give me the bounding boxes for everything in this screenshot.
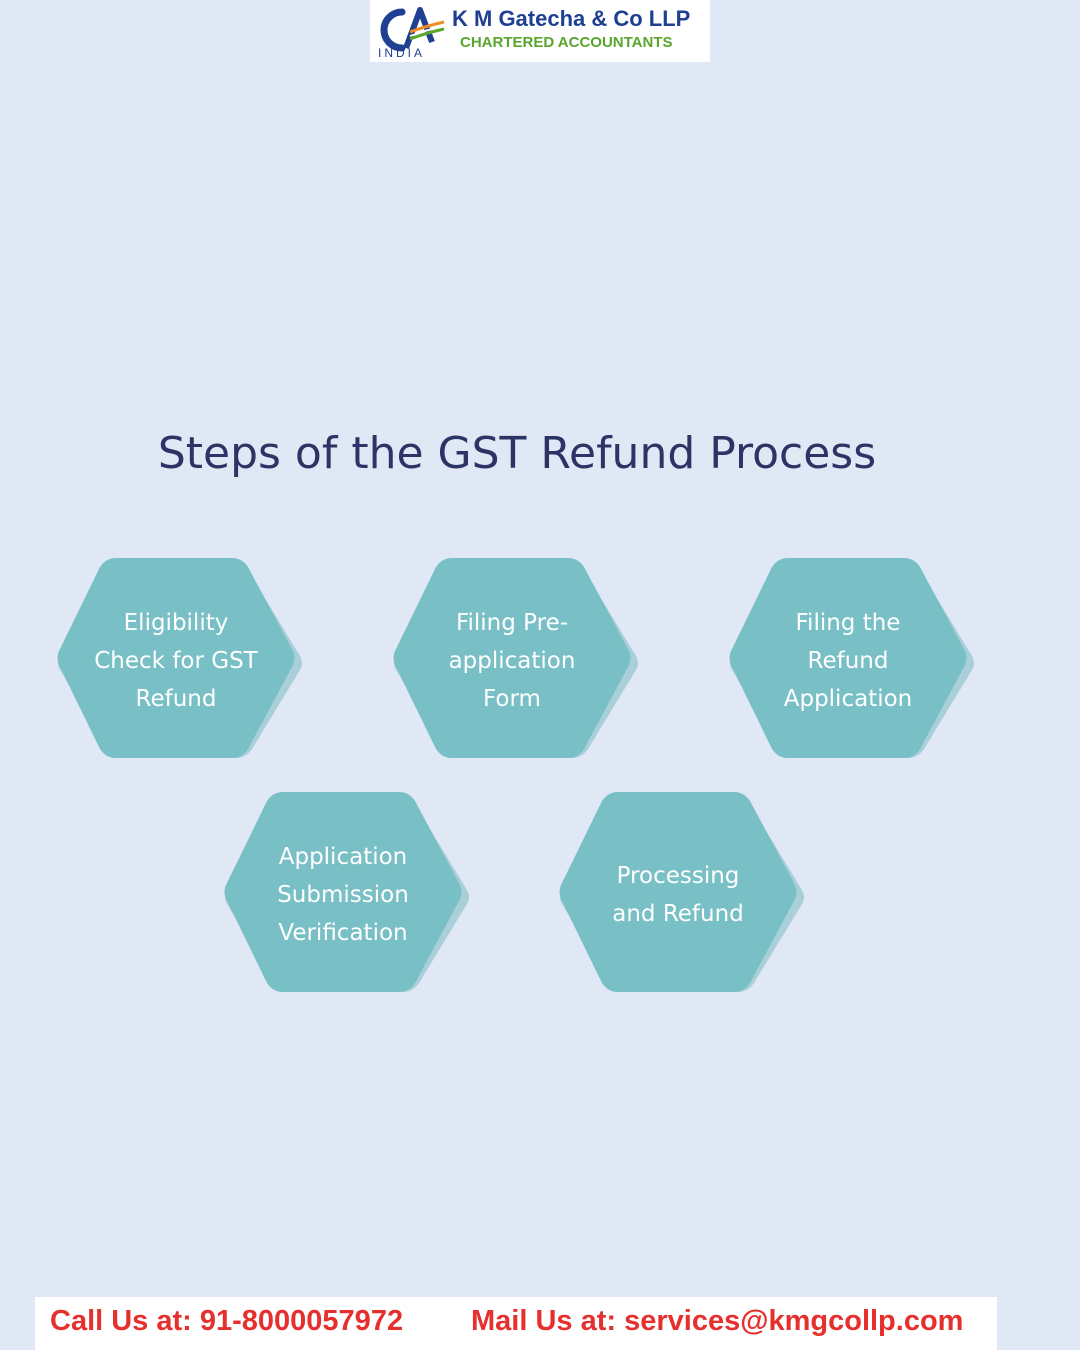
firm-logo: INDIA K M Gatecha & Co LLP CHARTERED ACC… [370, 0, 710, 62]
step-label-line: Application [278, 844, 408, 870]
firm-name: K M Gatecha & Co LLP [452, 6, 691, 31]
step-label: Filing Pre- application Form [422, 558, 602, 764]
firm-tagline: CHARTERED ACCOUNTANTS [460, 34, 673, 51]
step-label: Eligibility Check for GST Refund [86, 558, 266, 764]
logo-country-text: INDIA [378, 46, 426, 60]
diagram-title: Steps of the GST Refund Process [157, 428, 877, 479]
step-label-line: Verification [278, 920, 408, 946]
step-label-line: Form [483, 686, 541, 712]
hexagon-shape [224, 792, 469, 992]
contact-bar: Call Us at: 91-8000057972 Mail Us at: se… [35, 1297, 997, 1350]
step-label-line: Filing the [795, 610, 901, 636]
step-hexagon-4: Application Submission Verification [223, 792, 469, 1002]
step-label: Application Submission Verification [253, 792, 433, 998]
step-label-line: Filing Pre- [455, 610, 569, 636]
step-label-line: and Refund [612, 901, 744, 927]
hexagon-shape [729, 558, 974, 758]
contact-phone-link[interactable]: Call Us at: 91-8000057972 [50, 1305, 404, 1337]
contact-email-link[interactable]: Mail Us at: services@kmgcollp.com [471, 1305, 964, 1337]
step-label-line: Submission [277, 882, 409, 908]
step-label-line: Eligibility [123, 610, 229, 636]
hexagon-shape [393, 558, 638, 758]
step-label: Processing and Refund [588, 792, 768, 998]
step-label-line: Application [783, 686, 913, 712]
step-label-line: Check for GST [94, 648, 258, 674]
step-hexagon-3: Filing the Refund Application [728, 558, 974, 768]
step-hexagon-1: Eligibility Check for GST Refund [56, 558, 302, 768]
hexagon-shape [57, 558, 302, 758]
step-label-line: Refund [807, 648, 889, 674]
step-label-line: application [448, 648, 576, 674]
ca-india-logo-icon [380, 7, 445, 52]
step-hexagon-5: Processing and Refund [558, 792, 804, 1002]
step-label-line: Refund [135, 686, 217, 712]
hexagon-shape [559, 792, 804, 992]
step-label-line: Processing [616, 863, 740, 889]
step-hexagon-2: Filing Pre- application Form [392, 558, 638, 768]
step-label: Filing the Refund Application [758, 558, 938, 764]
